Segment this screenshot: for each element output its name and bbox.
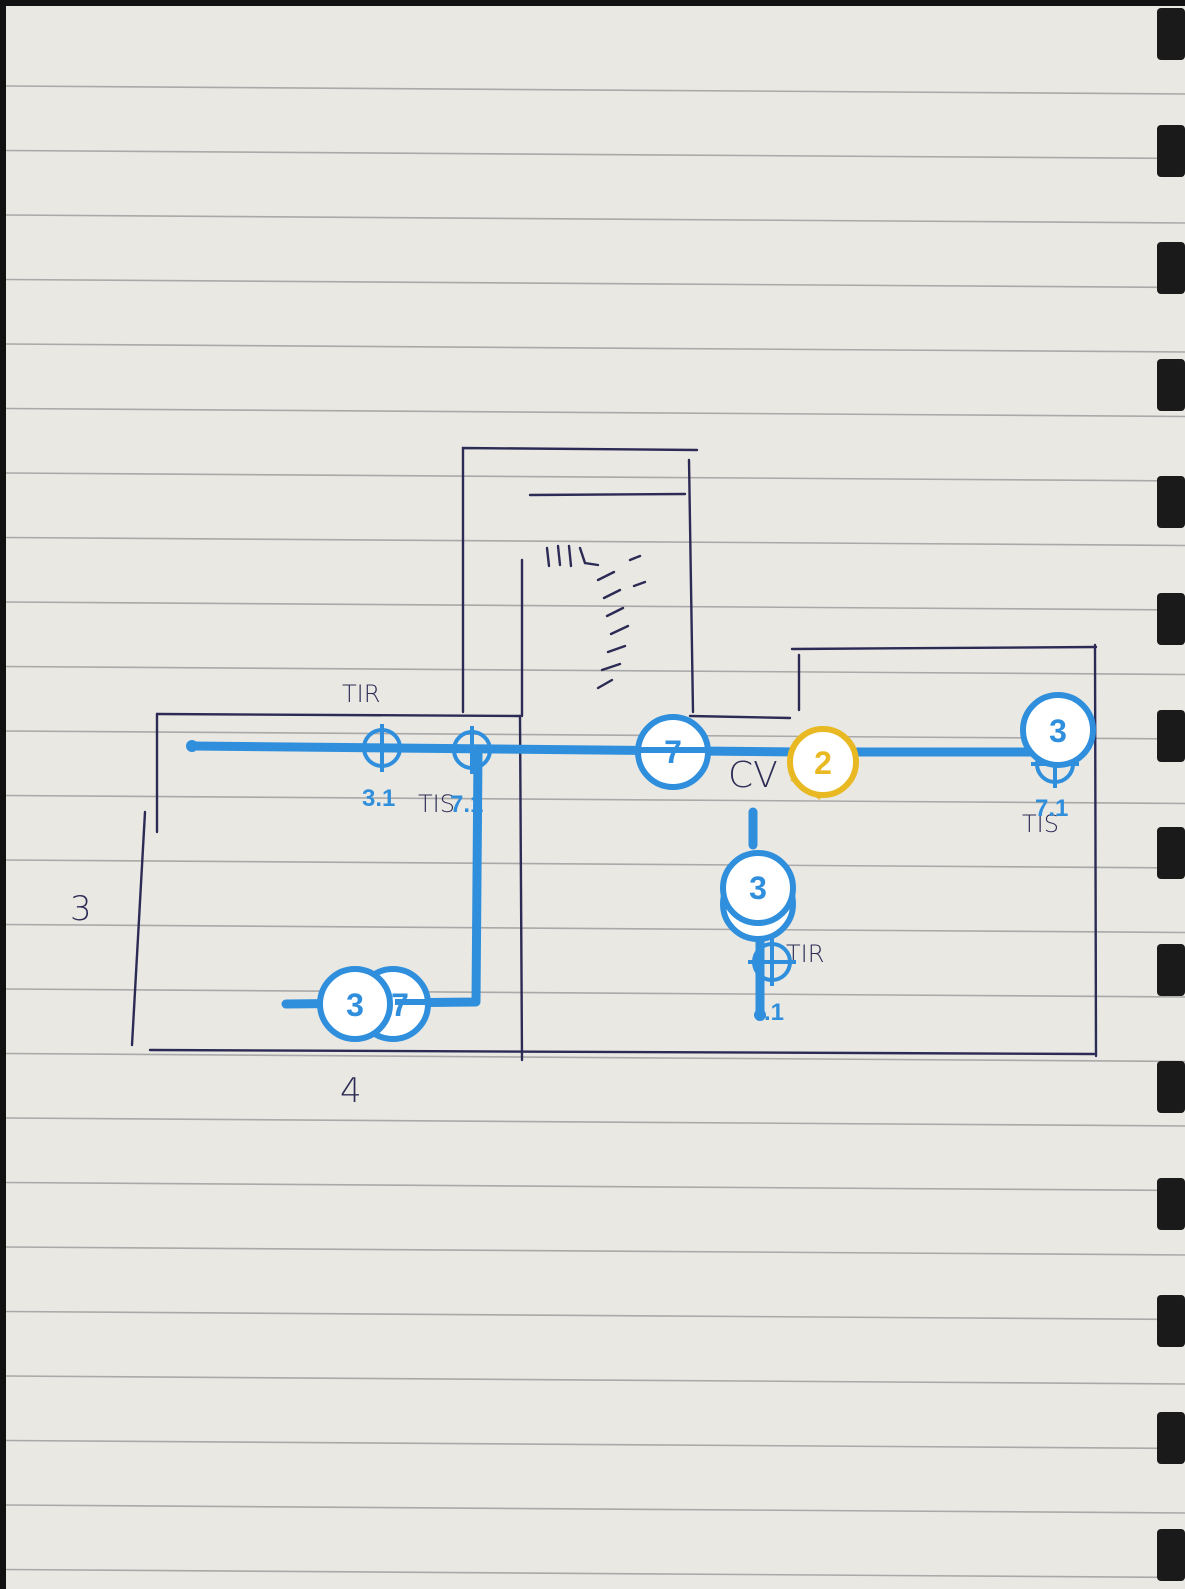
badge-3-bottom: 3 [317,966,393,1042]
ruled-line [5,1181,1185,1192]
spiral-hole [1157,125,1185,177]
spiral-hole [1157,944,1185,996]
flame-mark-6 [602,588,622,600]
flame-mark-5 [596,570,616,582]
ruled-line [5,1052,1185,1063]
badge-7-bottom-number: 7 [391,987,409,1023]
ruled-line [5,859,1185,869]
label-3-1-left: 3.1 [362,785,395,812]
badge-7-top-number: 7 [664,734,682,770]
chimney-right-side [687,458,695,714]
hand-drawn-floor-plan [130,446,1098,1062]
ruled-line [5,1568,1185,1579]
note-tis-left: TIS [418,790,455,818]
target-marker-bottom [748,938,796,986]
ruled-line [5,472,1185,482]
note-cv: CV [728,755,778,796]
ruled-line [5,278,1185,289]
flame-mark-10 [600,662,622,672]
badge-3-middle: 3 [720,850,796,942]
label-3-1-bottom: .1 [764,999,784,1026]
badge-3-right: 3 [1020,692,1096,768]
chimney-inner-top [528,492,687,497]
ruled-line [5,1375,1185,1385]
flame-mark-1 [545,546,551,568]
spiral-hole [1157,242,1185,294]
label-7-1-right: 7.1 [1035,795,1068,822]
wall-right-room-right [1093,643,1098,1058]
ruled-line [5,1117,1185,1127]
chimney-outline [461,446,699,714]
ruled-line [5,794,1185,805]
wall-top-mid [688,714,792,720]
spiral-hole [1157,476,1185,528]
flame-mark-8 [609,624,630,636]
flame-mark-12 [628,554,642,562]
flame-mark-4 [578,546,600,567]
ruled-line [5,601,1185,611]
ruled-line [5,407,1185,418]
badge-3-bottom-number: 3 [346,987,364,1023]
note-tir-top: TIR [342,680,380,708]
note-dimension-bottom: 4 [340,1071,362,1111]
ruled-line [5,1310,1185,1321]
pipe-end-left [186,740,198,752]
flame-mark-3 [567,544,573,568]
frame-left-edge [0,0,6,1589]
spiral-hole [1157,1178,1185,1230]
badge-3-right-number: 3 [1049,713,1067,749]
label-7-1-left: 7.1 [450,791,483,818]
spiral-hole [1157,8,1185,60]
ruled-line [5,85,1185,95]
flame-mark-9 [606,644,627,654]
spiral-hole [1157,359,1185,411]
ruled-line [5,536,1185,547]
ruled-line [5,1504,1185,1514]
badge-2-yellow: 2 [787,726,859,800]
wall-left-room-left-2 [130,810,147,1047]
flame-mark-11 [596,678,614,690]
ruled-line [5,343,1185,353]
target-marker-left-2 [448,726,496,774]
ruled-lines [5,85,1185,1579]
wall-bottom [148,1048,1096,1056]
ruled-line [5,1246,1185,1256]
flame-mark-13 [632,580,647,588]
note-dimension-left: 3 [70,889,92,929]
wall-top-left [155,712,522,718]
spiral-hole [1157,827,1185,879]
badge-2-number: 2 [814,745,832,781]
ruled-line [5,1439,1185,1450]
wall-right-room-top [790,645,1098,651]
ruled-line [5,923,1185,934]
badge-7-top: 7 [635,714,711,790]
pipe-end-bottom [754,1009,766,1021]
flame-mark-2 [556,544,562,567]
spiral-hole [1157,1061,1185,1113]
wall-divider [518,714,524,1062]
spiral-hole [1157,710,1185,762]
ruled-line [5,988,1185,998]
target-marker-left-1 [358,724,406,772]
spiral-hole [1157,1412,1185,1464]
spiral-hole [1157,593,1185,645]
spiral-hole [1157,1529,1185,1581]
badge-3-middle-number: 3 [749,870,767,906]
flame-mark-7 [605,606,625,618]
frame-top-edge [0,0,1185,6]
ruled-line [5,665,1185,676]
ruled-line [5,730,1185,740]
note-tis-right: TIS [1022,810,1059,838]
ruled-line [5,214,1185,224]
ruled-line [5,149,1185,160]
spiral-hole [1157,1295,1185,1347]
spiral-binding [1157,8,1185,1581]
